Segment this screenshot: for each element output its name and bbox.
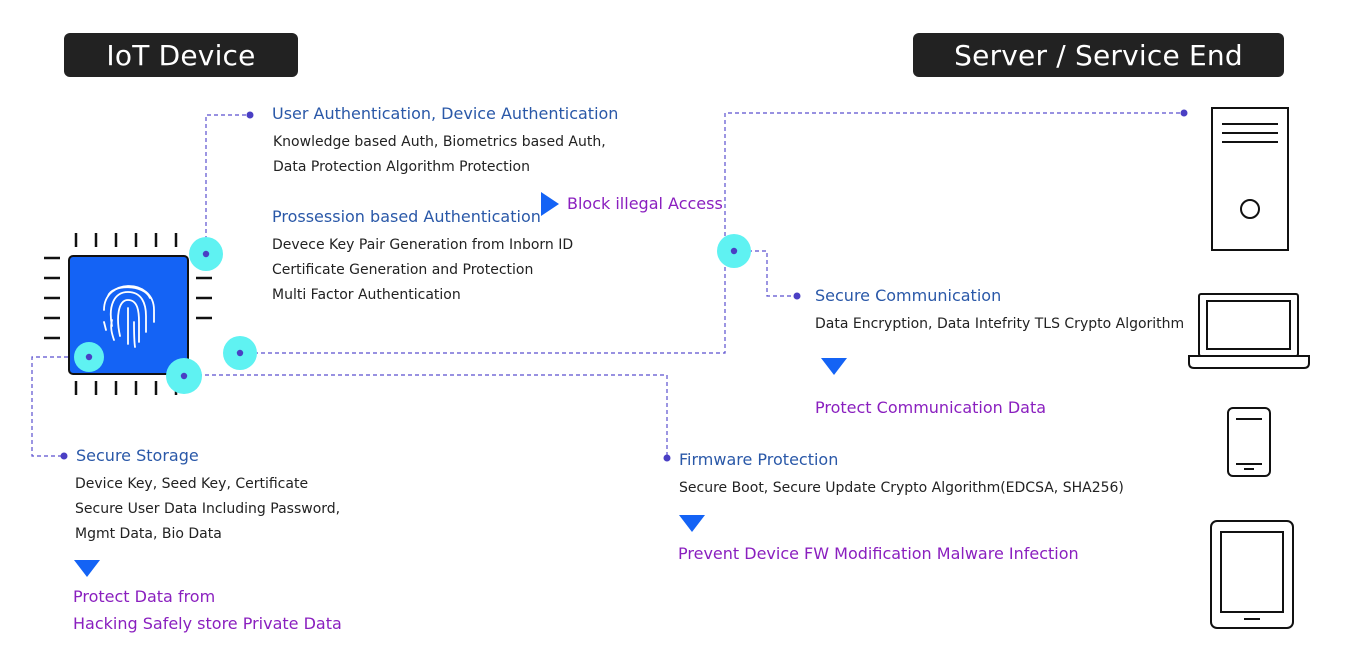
firmware-outcome: Prevent Device FW Modification Malware I…: [678, 544, 1079, 563]
secure-storage-outcome-line: Hacking Safely store Private Data: [73, 614, 342, 633]
down-arrow-icon: [821, 358, 847, 375]
right-arrow-icon: [541, 192, 559, 216]
secure-storage-outcome-line: Protect Data from: [73, 587, 216, 606]
user-auth-line: Knowledge based Auth, Biometrics based A…: [273, 134, 606, 150]
secure-comm-outcome: Protect Communication Data: [815, 398, 1047, 417]
header-server-service-end: Server / Service End: [913, 33, 1284, 77]
user-auth-details: Knowledge based Auth, Biometrics based A…: [273, 130, 606, 180]
header-iot-device: IoT Device: [64, 33, 298, 77]
firmware-details: Secure Boot, Secure Update Crypto Algori…: [679, 476, 1124, 501]
connection-nodes: [74, 234, 751, 394]
secure-comm-details: Data Encryption, Data Intefrity TLS Cryp…: [815, 312, 1184, 337]
secure-storage-outcome: Protect Data from Hacking Safely store P…: [73, 583, 342, 637]
secure-comm-title: Secure Communication: [815, 286, 1002, 305]
connector-firmware: [184, 374, 668, 458]
down-arrow-icon: [679, 515, 705, 532]
user-auth-line: Data Protection Algorithm Protection: [273, 159, 530, 175]
smartphone-icon: [1227, 407, 1271, 477]
possession-auth-title: Prossession based Authentication: [272, 207, 541, 226]
fingerprint-icon: [103, 285, 155, 348]
arrows: [74, 192, 847, 577]
possession-auth-details: Devece Key Pair Generation from Inborn I…: [272, 233, 573, 308]
connector-secure-storage: [31, 356, 89, 457]
firmware-title: Firmware Protection: [679, 450, 839, 469]
fingerprint-chip-icon: [44, 233, 212, 395]
connector-user-auth: [205, 114, 250, 254]
secure-comm-line: Data Encryption, Data Intefrity TLS Cryp…: [815, 316, 1185, 332]
secure-storage-title: Secure Storage: [76, 446, 199, 465]
block-illegal-access-label: Block illegal Access: [567, 194, 723, 213]
connector-server: [240, 112, 1184, 354]
secure-storage-line: Device Key, Seed Key, Certificate: [75, 476, 309, 492]
laptop-icon: [1188, 293, 1310, 369]
firmware-line: Secure Boot, Secure Update Crypto Algori…: [679, 480, 1124, 496]
possession-auth-line: Devece Key Pair Generation from Inborn I…: [272, 237, 574, 253]
endpoint-dots: [60, 109, 1188, 462]
secure-storage-line: Secure User Data Including Password,: [75, 501, 341, 517]
down-arrow-icon: [74, 560, 100, 577]
possession-auth-line: Certificate Generation and Protection: [272, 262, 534, 278]
server-tower-icon: [1211, 107, 1289, 251]
secure-storage-details: Device Key, Seed Key, Certificate Secure…: [75, 472, 340, 547]
secure-storage-line: Mgmt Data, Bio Data: [75, 526, 222, 542]
possession-auth-line: Multi Factor Authentication: [272, 287, 461, 303]
user-auth-title: User Authentication, Device Authenticati…: [272, 104, 619, 123]
tablet-icon: [1210, 520, 1294, 629]
